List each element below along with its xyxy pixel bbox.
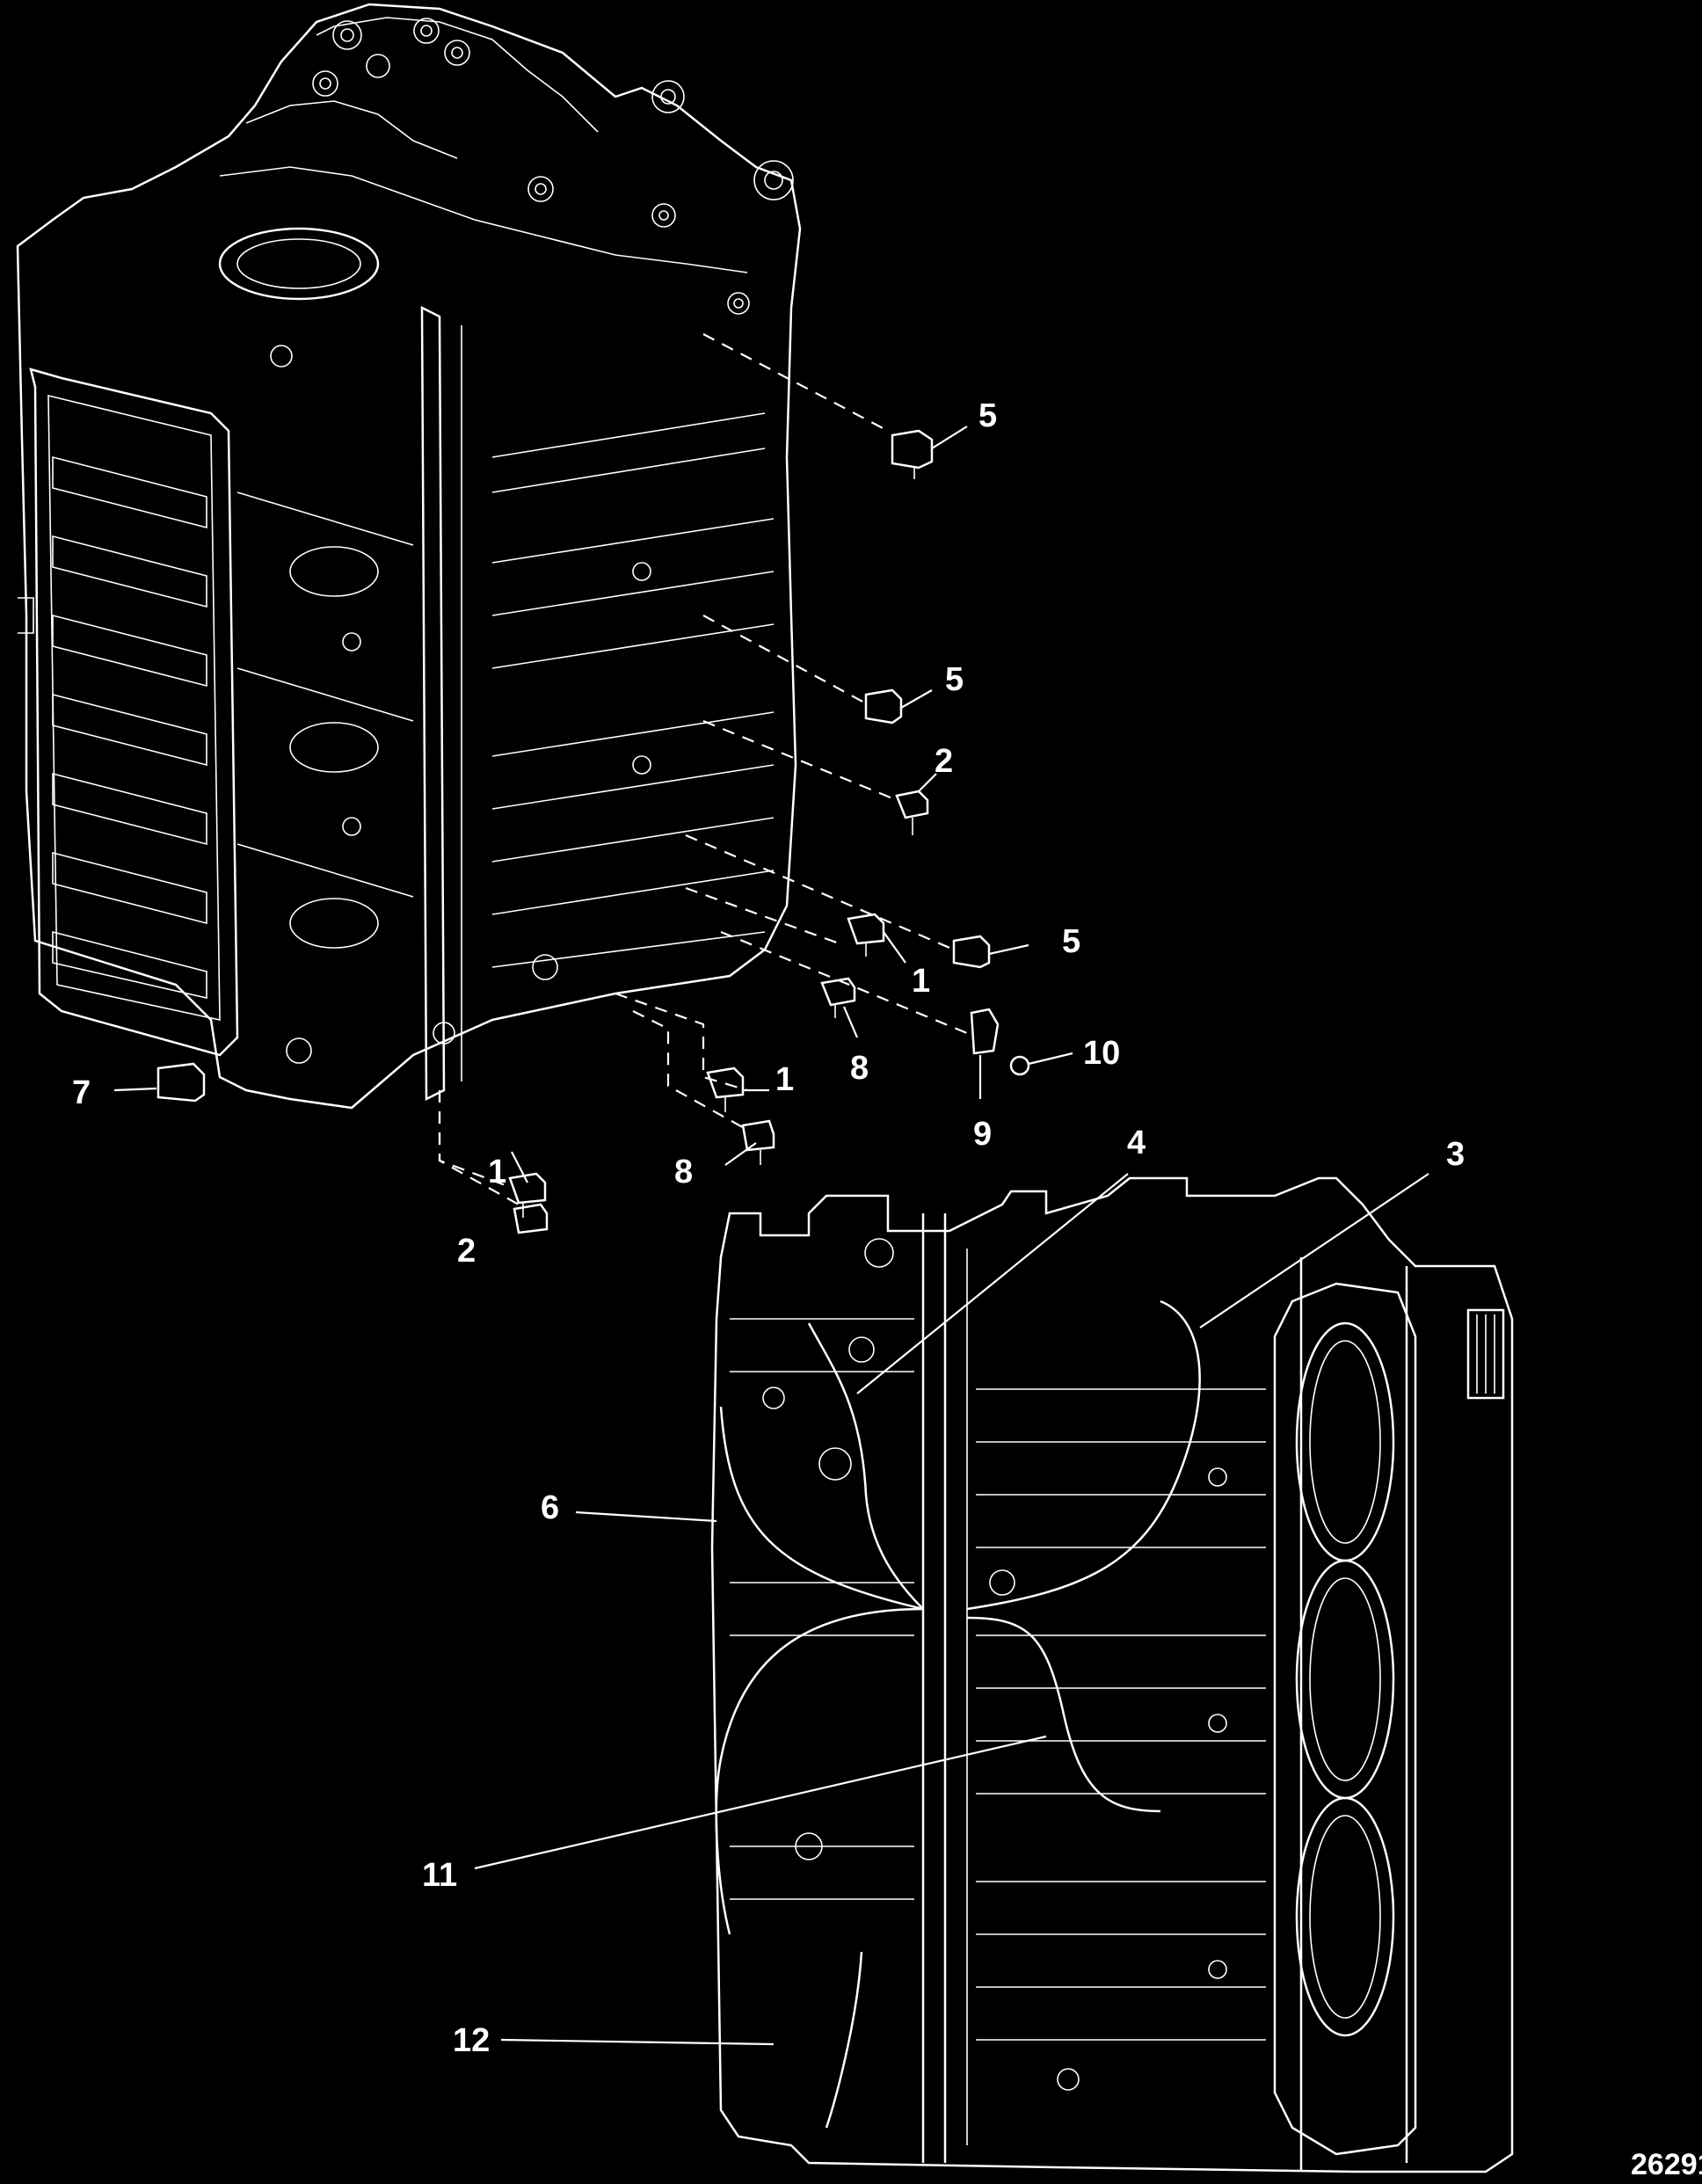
lower-cylinder-block-drawing [710,1176,1514,2173]
fitting-1-center [706,1067,745,1112]
callout-2-left: 2 [457,1233,476,1270]
fitting-10-screw [1009,1055,1030,1076]
callout-5-lower: 5 [1062,923,1080,960]
fitting-2-left [513,1203,549,1234]
callout-10: 10 [1083,1035,1120,1072]
fitting-8-right [820,977,856,1018]
callout-8-right: 8 [850,1050,869,1087]
callout-2-mid: 2 [935,743,953,780]
fitting-7 [156,1062,206,1103]
figure-number: 26291 [1631,2148,1702,2181]
callout-4: 4 [1127,1125,1146,1161]
fitting-5-lower [952,935,991,969]
fitting-5-mid [864,688,903,724]
callout-8-center: 8 [674,1154,693,1190]
callout-5-mid: 5 [945,661,964,698]
callout-7: 7 [72,1074,91,1111]
leader-lines [113,426,1429,2046]
callout-1-center: 1 [775,1061,794,1098]
callout-12: 12 [453,2022,490,2059]
callout-1-right: 1 [912,963,930,1000]
fittings [156,429,1030,1234]
fitting-1-left [508,1172,547,1218]
callout-3: 3 [1446,1136,1465,1173]
callout-9: 9 [973,1116,992,1153]
callouts: 5 5 2 5 1 8 10 9 1 7 1 8 2 4 3 6 11 12 [72,397,1465,2059]
fitting-9-clamp [970,1008,1000,1055]
fitting-2-mid [895,790,929,835]
upper-cylinder-block-drawing [16,3,802,1110]
fitting-1-right [847,913,885,957]
fitting-8-center [741,1119,775,1165]
callout-11: 11 [422,1857,457,1894]
callout-6: 6 [541,1489,559,1526]
fitting-5-top [891,429,934,479]
explode-lines [438,333,968,1205]
callout-1-left: 1 [488,1154,506,1190]
callout-5-top: 5 [978,397,997,434]
